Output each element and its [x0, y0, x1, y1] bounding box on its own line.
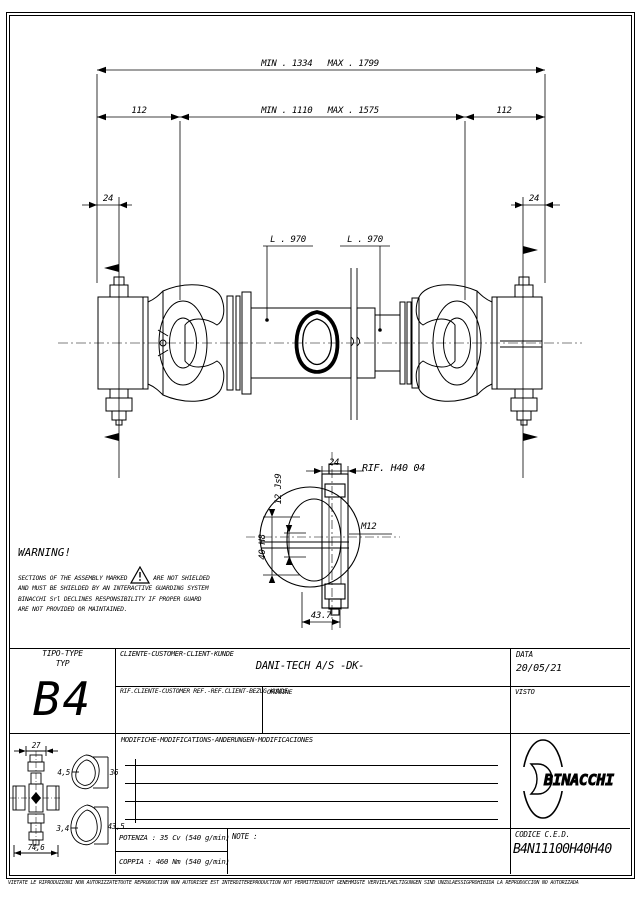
disclaimer-de: NICHT GENEHMIGTE VERVIELFAELTIGUNGEN SIN… — [319, 880, 469, 886]
shaft-geometry — [97, 268, 543, 426]
warning-line1b: ARE NOT SHIELDED — [153, 574, 210, 582]
warning-note: WARNING! SECTIONS OF THE ASSEMBLY MARKED… — [18, 546, 248, 616]
dim-end-right: 112 — [496, 106, 511, 116]
dim-tube-left: L . 970 — [270, 235, 306, 245]
modifiche-label: MODIFICHE-MODIFICATIONS-ANDERUNGEN-MODIF… — [121, 736, 313, 744]
codice-value: B4N11100H40H40 — [513, 842, 612, 857]
disclaimer-en: REPRODUCTION NOT PERMITTED — [246, 880, 320, 886]
titleblock-potenza-line — [115, 851, 227, 852]
journal-dim-746: 74,6 — [28, 843, 46, 852]
potenza-value: POTENZA : 35 Cv (540 g/min) — [119, 833, 230, 842]
tipo-label-2: TYP — [55, 659, 70, 668]
titleblock-origine-line — [262, 686, 263, 733]
origine-label: ORIGINE — [267, 688, 293, 696]
titleblock-row2-line — [115, 733, 630, 734]
titleblock-row3-line — [115, 828, 630, 829]
brand-name: BINACCHI — [543, 771, 614, 789]
codice-label: CODICE C.E.D. — [515, 830, 570, 839]
binacchi-logo: BINACCHI — [517, 739, 615, 819]
dim-tube-right: L . 970 — [347, 235, 383, 245]
coppia-value: COPPIA : 460 Nm (540 g/min) — [119, 857, 230, 866]
mod-rule-3 — [125, 801, 498, 802]
tipo-label-1: TIPO-TYPE — [42, 649, 83, 658]
lobe2-wall-dim: 3,4 — [55, 824, 69, 833]
tipo-value: B4 — [32, 672, 93, 726]
logo-d-mark — [529, 763, 553, 795]
lobe1-wall-dim: 4,5 — [57, 768, 70, 777]
titleblock-row1-line — [115, 686, 630, 687]
warning-triangle-icon — [130, 566, 151, 584]
shaft-assembly-drawing: MIN . 1334 MAX . 1799 112 MIN . 1110 MAX… — [58, 59, 582, 630]
warning-line1a: SECTIONS OF THE ASSEMBLY MARKED — [18, 574, 128, 582]
warning-line2: AND MUST BE SHIELDED BY AN INTERACTIVE G… — [18, 585, 209, 592]
reproduction-disclaimers: VIETATE LE RIPRODUZIONI NON AUTORIZZATE … — [8, 880, 579, 886]
rif-cliente-label: RIF.CLIENTE-CUSTOMER REF.-REF.CLIENT-BEZ… — [120, 688, 288, 695]
dimension-lines — [82, 69, 560, 478]
mod-rule-2 — [125, 783, 498, 784]
lobe1-size-dim: 36 — [109, 768, 119, 777]
cliente-value: DANI-TECH A/S -DK- — [255, 660, 365, 672]
warning-line3: BINACCHI Srl DECLINES RESPONSIBILITY IF … — [18, 595, 202, 603]
titleblock-leftcol-line — [115, 648, 116, 874]
journal-dim-27: 27 — [32, 741, 41, 750]
detail-keyway: 12 Js9 — [274, 474, 284, 505]
lobe2-size-dim: 43,5 — [108, 822, 126, 831]
unshielded-section-markers — [104, 246, 538, 441]
sheet-border-inner — [9, 15, 632, 876]
cliente-label: CLIENTE-CUSTOMER-CLIENT-KUNDE — [120, 650, 234, 658]
titleblock-rightcol-line — [510, 648, 511, 874]
dim-mid: MIN . 1110 MAX . 1575 — [260, 106, 379, 116]
dimension-arrows — [89, 66, 553, 332]
visto-label: VISTO — [515, 688, 535, 696]
clamp-detail-view: 24 RIF. H40 04 12 Js9 40 H8 M12 43.7 — [246, 452, 426, 630]
detail-bore: 40 H8 — [258, 534, 268, 560]
warning-line4: ARE NOT PROVIDED OR MAINTAINED. — [18, 606, 128, 613]
dimension-texts: MIN . 1334 MAX . 1799 112 MIN . 1110 MAX… — [103, 59, 540, 245]
mod-rule-1 — [125, 765, 498, 766]
disclaimer-fr: TOUTE REPRODUCTION NON AUTORISEE EST INT… — [117, 880, 247, 886]
disclaimer-es: PROHIBIDA LA REPRODUCCION NO AUTORIZADA — [468, 880, 579, 886]
dim-end-left: 112 — [131, 106, 146, 116]
detail-thread: M12 — [360, 522, 376, 532]
dim-hub-left: 24 — [103, 194, 113, 204]
titleblock-note-line — [227, 828, 228, 874]
dim-hub-right: 24 — [529, 194, 539, 204]
disclaimer-it: VIETATE LE RIPRODUZIONI NON AUTORIZZATE — [8, 880, 118, 886]
titleblock-b4-bottom — [9, 733, 116, 734]
mod-rule-tick — [135, 759, 136, 823]
titleblock-top-line — [9, 648, 630, 649]
detail-base: 43.7 — [311, 611, 332, 621]
detail-ref: RIF. H40 04 — [362, 463, 425, 474]
detail-width: 24 — [329, 458, 339, 468]
warning-title: WARNING! — [18, 546, 71, 559]
note-label: NOTE : — [232, 832, 258, 841]
data-value: 20/05/21 — [516, 663, 562, 674]
cross-journal-drawing: 27 74,6 4,5 36 3,4 43,5 — [10, 741, 126, 857]
data-label: DATA — [516, 650, 533, 659]
sheet-border-outer — [6, 12, 635, 879]
mod-rule-4 — [125, 819, 498, 820]
dim-overall: MIN . 1334 MAX . 1799 — [260, 59, 379, 69]
